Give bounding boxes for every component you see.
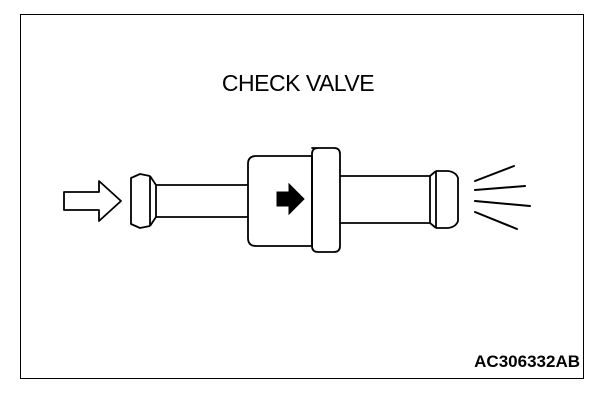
valve-body [247, 147, 341, 253]
inlet-fitting [130, 173, 248, 229]
flow-direction-icon [276, 182, 305, 216]
outlet-fitting [340, 170, 459, 229]
inlet-arrow-icon [63, 180, 122, 222]
diagram-title: CHECK VALVE [221, 70, 375, 96]
outlet-spray-icon [474, 165, 531, 230]
figure-code: AC306332AB [474, 352, 580, 371]
